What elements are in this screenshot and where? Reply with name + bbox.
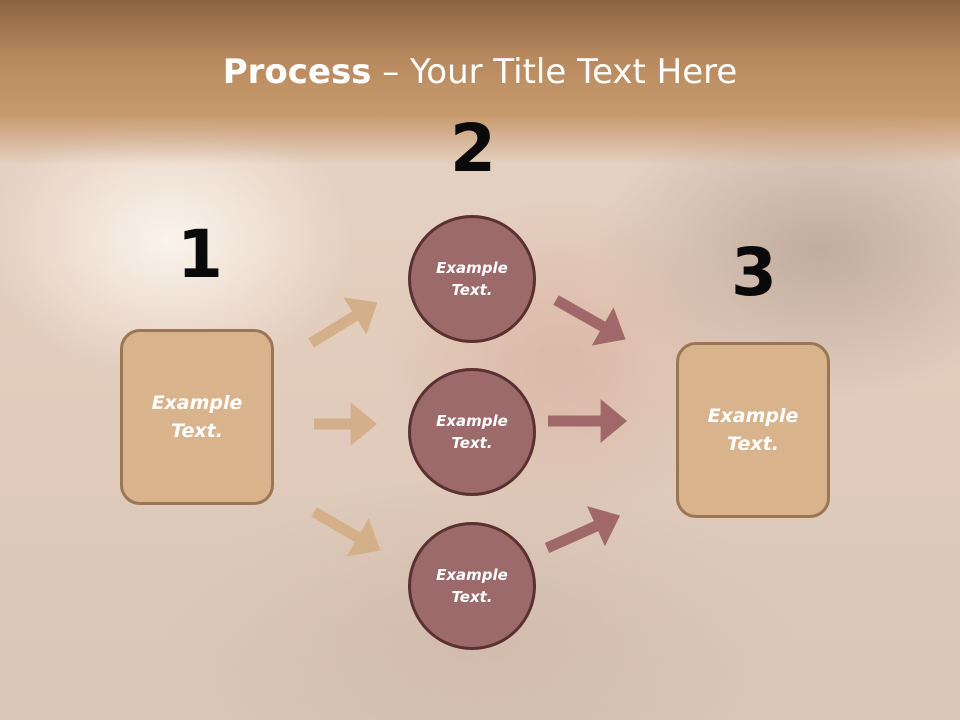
step-3-box[interactable]: Example Text. xyxy=(676,342,830,518)
step-3-text: Example Text. xyxy=(707,404,799,456)
step-2-number: 2 xyxy=(450,110,496,187)
step-2-circle-top[interactable]: Example Text. xyxy=(408,215,536,343)
step-2-circle-middle-text: Example Text. xyxy=(436,411,508,453)
title-bold-part: Process xyxy=(222,52,372,92)
slide-title[interactable]: Process – Your Title Text Here xyxy=(0,52,960,92)
step-1-box[interactable]: Example Text. xyxy=(120,329,274,505)
step-2-circle-middle[interactable]: Example Text. xyxy=(408,368,536,496)
step-2-circle-bottom[interactable]: Example Text. xyxy=(408,522,536,650)
arrow-1-to-2-top xyxy=(308,297,378,348)
step-2-circle-top-text: Example Text. xyxy=(436,258,508,300)
arrow-2-top-to-3 xyxy=(553,295,626,346)
arrow-1-to-2-bottom xyxy=(311,507,381,557)
step-3-number: 3 xyxy=(731,234,777,311)
step-1-text: Example Text. xyxy=(151,391,243,443)
step-1-number: 1 xyxy=(177,216,223,293)
arrow-2-bottom-to-3 xyxy=(544,506,621,554)
title-band xyxy=(0,0,960,165)
title-rest-part: – Your Title Text Here xyxy=(371,52,738,92)
step-2-circle-bottom-text: Example Text. xyxy=(436,565,508,607)
